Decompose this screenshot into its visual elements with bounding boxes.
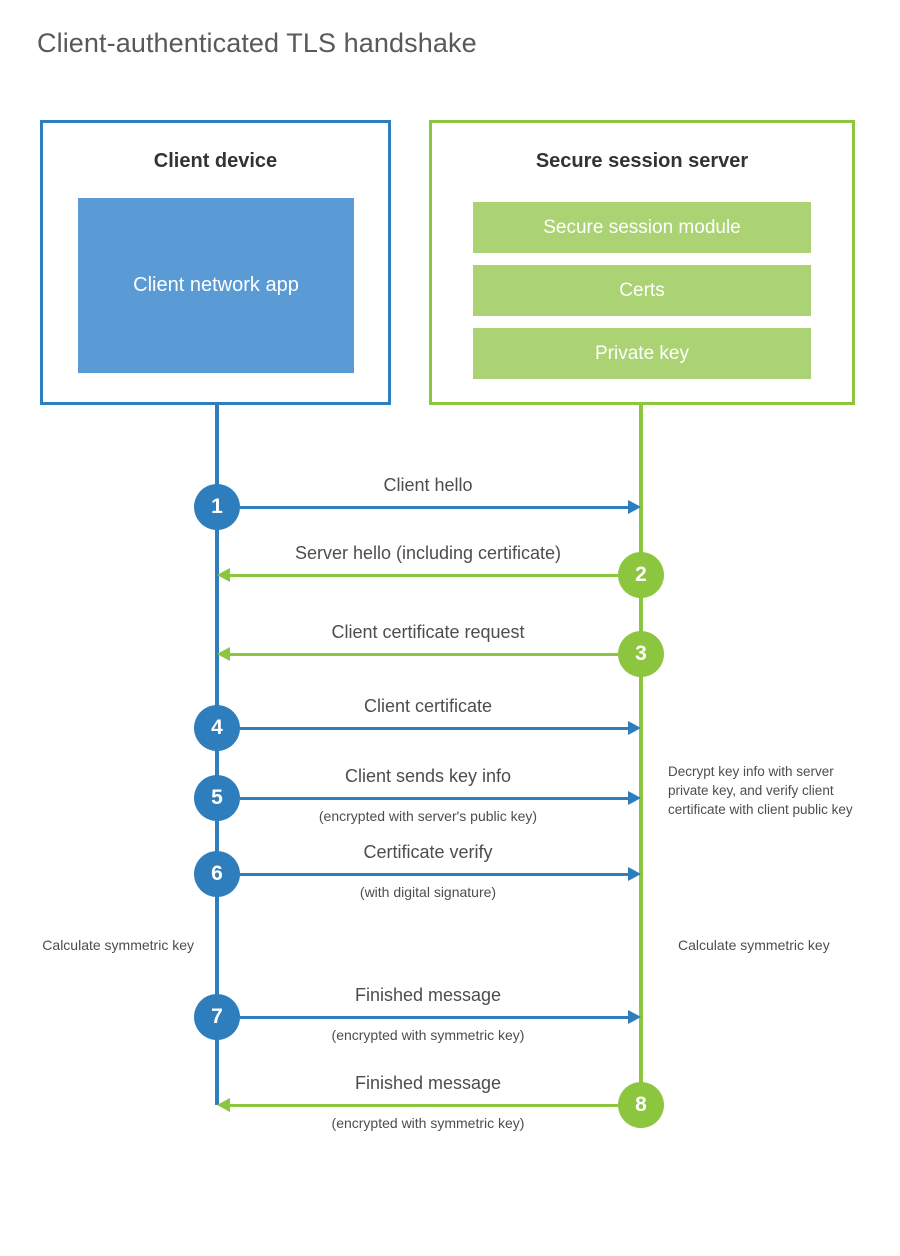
message-arrow-line-8	[230, 1104, 618, 1107]
message-arrow-line-1	[240, 506, 628, 509]
server-component-certs: Certs	[473, 265, 811, 316]
step-circle-6[interactable]: 6	[194, 851, 240, 897]
message-label-1: Client hello	[383, 475, 473, 495]
step-circle-2[interactable]: 2	[618, 552, 664, 598]
secure-session-server-box: Secure session server Secure session mod…	[429, 120, 855, 405]
client-network-app-block: Client network app	[78, 198, 354, 373]
message-arrow-head-3	[217, 647, 230, 661]
client-calculate-symmetric-key-note: Calculate symmetric key	[42, 937, 194, 953]
message-label-4: Client certificate	[363, 696, 493, 716]
message-arrow-line-7	[240, 1016, 628, 1019]
step-circle-1[interactable]: 1	[194, 484, 240, 530]
client-lifeline	[215, 405, 219, 1105]
server-lifeline	[639, 405, 643, 1105]
message-arrow-head-7	[628, 1010, 641, 1024]
message-sublabel-6: (with digital signature)	[359, 884, 497, 900]
message-arrow-line-6	[240, 873, 628, 876]
message-arrow-head-1	[628, 500, 641, 514]
page-title: Client-authenticated TLS handshake	[37, 28, 477, 58]
message-arrow-line-2	[230, 574, 618, 577]
message-label-3: Client certificate request	[331, 622, 525, 642]
message-label-7: Finished message	[354, 985, 502, 1005]
message-sublabel-5: (encrypted with server's public key)	[318, 808, 538, 824]
step-circle-7[interactable]: 7	[194, 994, 240, 1040]
message-label-5: Client sends key info	[344, 766, 512, 786]
step-circle-8[interactable]: 8	[618, 1082, 664, 1128]
message-arrow-head-2	[217, 568, 230, 582]
message-arrow-head-5	[628, 791, 641, 805]
message-sublabel-7: (encrypted with symmetric key)	[331, 1027, 525, 1043]
server-calculate-symmetric-key-note: Calculate symmetric key	[678, 937, 830, 953]
server-decrypt-note: Decrypt key info with server private key…	[668, 764, 853, 818]
client-device-title: Client device	[153, 150, 278, 172]
message-label-2: Server hello (including certificate)	[294, 543, 562, 563]
secure-session-server-title: Secure session server	[535, 150, 749, 172]
step-circle-3[interactable]: 3	[618, 631, 664, 677]
message-sublabel-8: (encrypted with symmetric key)	[331, 1115, 525, 1131]
step-circle-5[interactable]: 5	[194, 775, 240, 821]
message-arrow-line-5	[240, 797, 628, 800]
message-label-8: Finished message	[354, 1073, 502, 1093]
message-arrow-line-4	[240, 727, 628, 730]
step-circle-4[interactable]: 4	[194, 705, 240, 751]
message-label-6: Certificate verify	[363, 842, 493, 862]
message-arrow-head-4	[628, 721, 641, 735]
message-arrow-head-8	[217, 1098, 230, 1112]
client-device-box: Client device Client network app	[40, 120, 391, 405]
message-arrow-line-3	[230, 653, 618, 656]
server-component-private-key: Private key	[473, 328, 811, 379]
message-arrow-head-6	[628, 867, 641, 881]
server-component-secure-session-module: Secure session module	[473, 202, 811, 253]
